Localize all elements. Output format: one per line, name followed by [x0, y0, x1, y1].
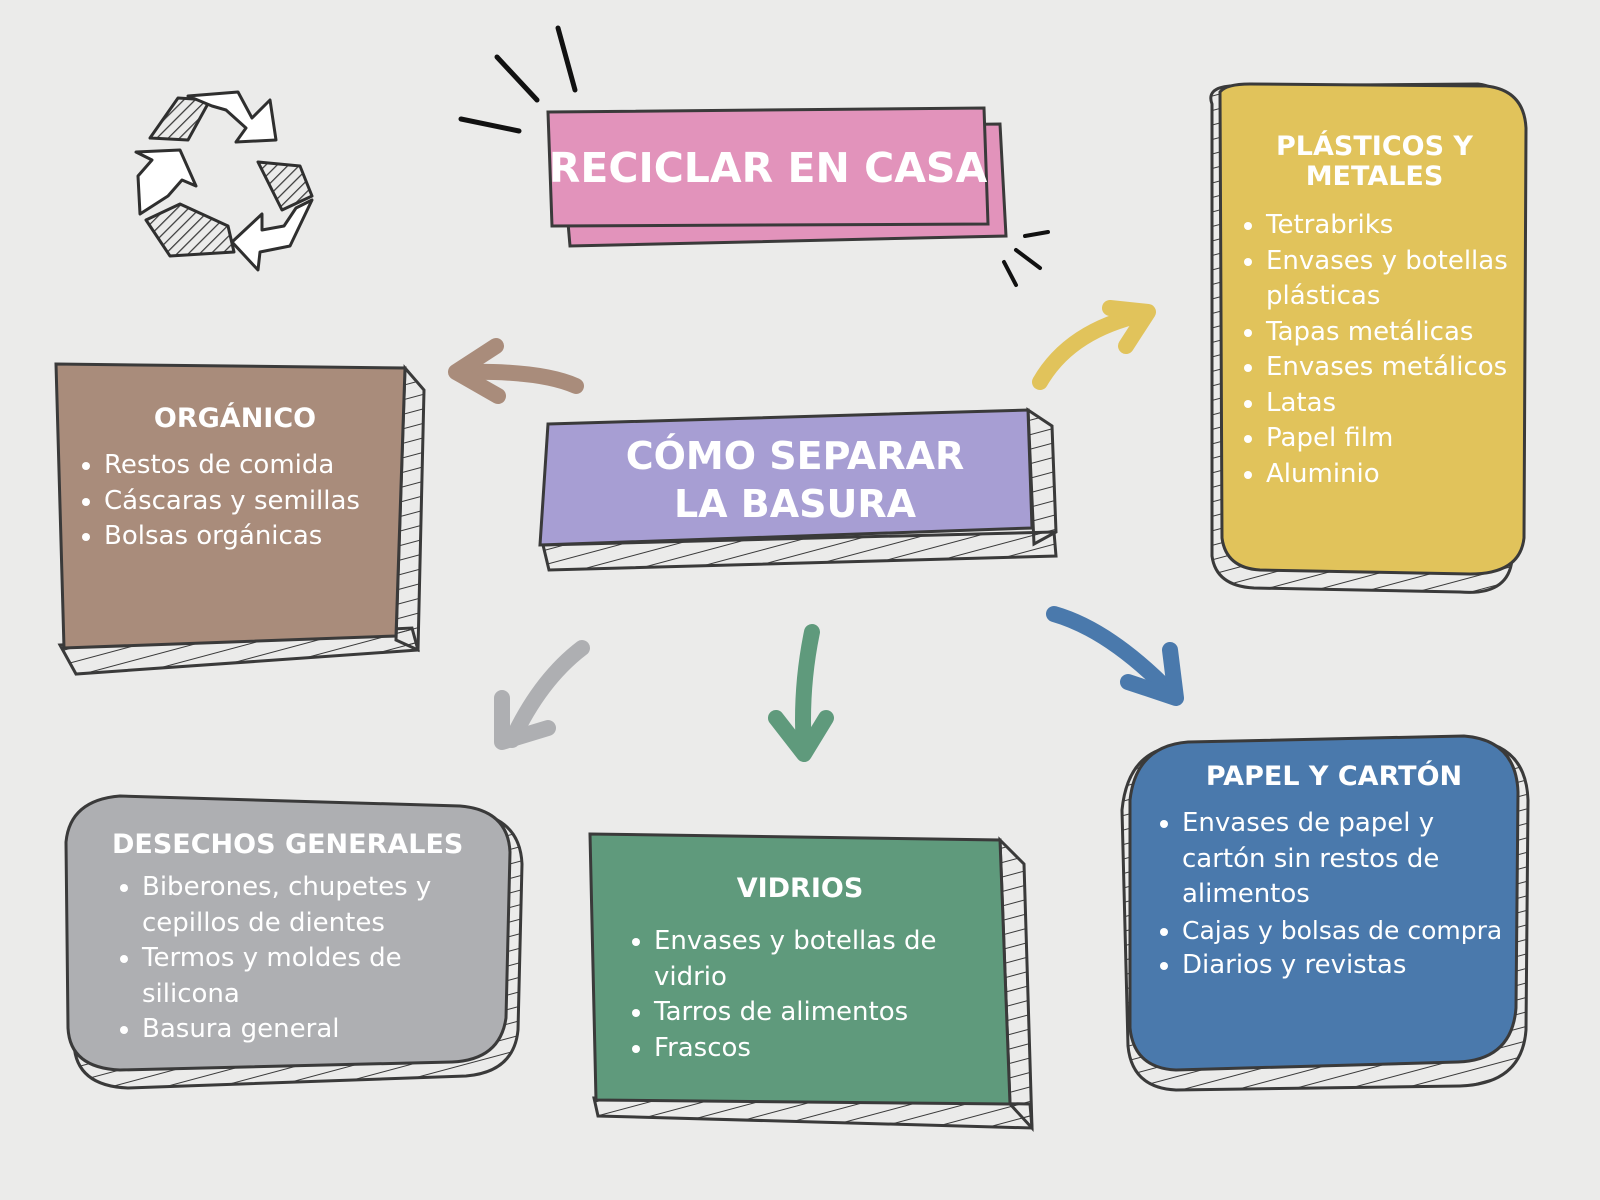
plasticos-box [1209, 82, 1528, 594]
organico-list: Restos de comida Cáscaras y semillas Bol… [70, 448, 400, 555]
list-item: Latas [1266, 386, 1517, 422]
vidrios-list: Envases y botellas de vidrio Tarros de a… [620, 924, 980, 1066]
vidrios-panel: VIDRIOS Envases y botellas de vidrio Tar… [620, 874, 980, 1066]
list-item: Envases metálicos [1266, 350, 1517, 386]
desechos-box [64, 794, 524, 1090]
papel-list: Envases de papel y cartón sin restos de … [1148, 806, 1520, 984]
plasticos-title-line2: METALES [1305, 161, 1444, 192]
arrow-to-organico [448, 338, 584, 404]
list-item: Envases y botellas plásticas [1266, 244, 1517, 315]
list-item: Cajas y bolsas de compra [1182, 913, 1520, 949]
plasticos-title: PLÁSTICOS Y METALES [1232, 132, 1517, 192]
list-item: Termos y moldes de silicona [142, 941, 480, 1012]
center-title-line1: CÓMO SEPARAR [625, 434, 965, 478]
list-item: Tapas metálicas [1266, 315, 1517, 351]
vidrios-box [588, 832, 1034, 1132]
desechos-list: Biberones, chupetes y cepillos de diente… [100, 870, 480, 1048]
list-item: Bolsas orgánicas [104, 519, 400, 555]
list-item: Envases de papel y cartón sin restos de … [1182, 806, 1520, 913]
desechos-panel: DESECHOS GENERALES Biberones, chupetes y… [100, 830, 480, 1048]
recycle-icon [134, 90, 314, 272]
page-title: RECICLAR EN CASA [548, 144, 988, 192]
list-item: Envases y botellas de vidrio [654, 924, 980, 995]
organico-box [54, 362, 426, 676]
arrow-to-papel [1046, 606, 1184, 706]
list-item: Cáscaras y semillas [104, 484, 400, 520]
list-item: Tarros de alimentos [654, 995, 980, 1031]
center-title-line2: LA BASURA [673, 482, 917, 526]
organico-panel: ORGÁNICO Restos de comida Cáscaras y sem… [70, 404, 400, 555]
list-item: Frascos [654, 1031, 980, 1067]
vidrios-title: VIDRIOS [736, 873, 864, 904]
papel-panel: PAPEL Y CARTÓN Envases de papel y cartón… [1148, 762, 1520, 984]
arrow-to-desechos [494, 640, 590, 750]
papel-title: PAPEL Y CARTÓN [1205, 761, 1463, 792]
desechos-title: DESECHOS GENERALES [112, 829, 464, 860]
list-item: Tetrabriks [1266, 208, 1517, 244]
arrow-to-plasticos [1032, 300, 1156, 390]
plasticos-panel: PLÁSTICOS Y METALES Tetrabriks Envases y… [1232, 132, 1517, 492]
list-item: Restos de comida [104, 448, 400, 484]
list-item: Basura general [142, 1012, 480, 1048]
plasticos-title-line1: PLÁSTICOS Y [1276, 131, 1473, 162]
papel-box [1120, 734, 1530, 1092]
list-item: Diarios y revistas [1182, 948, 1520, 984]
arrow-to-vidrios [768, 624, 834, 762]
plasticos-list: Tetrabriks Envases y botellas plásticas … [1232, 208, 1517, 492]
list-item: Aluminio [1266, 457, 1517, 493]
organico-title: ORGÁNICO [153, 403, 317, 434]
list-item: Papel film [1266, 421, 1517, 457]
title-banner [546, 106, 1008, 248]
center-title: CÓMO SEPARAR LA BASURA [560, 432, 1030, 528]
burst-lines [458, 25, 1050, 287]
list-item: Biberones, chupetes y cepillos de diente… [142, 870, 480, 941]
center-box [538, 407, 1058, 572]
